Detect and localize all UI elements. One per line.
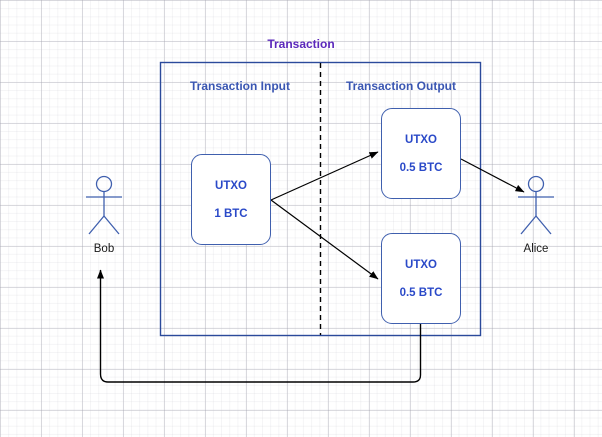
actor-alice-figure bbox=[518, 175, 554, 235]
actor-alice-label: Alice bbox=[523, 243, 549, 255]
utxo-output-2-title: UTXO bbox=[405, 258, 437, 271]
utxo-output-1-box[interactable]: UTXO 0.5 BTC bbox=[381, 108, 461, 199]
bob-leg-right bbox=[103, 215, 120, 235]
transaction-input-label: Transaction Input bbox=[189, 79, 290, 93]
utxo-output-2-box[interactable]: UTXO 0.5 BTC bbox=[381, 233, 461, 324]
diagram-title: Transaction bbox=[267, 37, 335, 51]
utxo-output-1-amount: 0.5 BTC bbox=[399, 161, 443, 174]
utxo-input-title: UTXO bbox=[215, 179, 247, 192]
bob-leg-left bbox=[88, 215, 105, 235]
arrow-input-to-output1 bbox=[270, 151, 379, 201]
bob-head-icon bbox=[95, 175, 113, 193]
alice-leg-left bbox=[520, 215, 537, 235]
alice-leg-right bbox=[535, 215, 552, 235]
alice-head-icon bbox=[527, 175, 545, 193]
transaction-container-box bbox=[159, 61, 482, 337]
utxo-output-2-amount: 0.5 BTC bbox=[399, 286, 443, 299]
transaction-output-label: Transaction Output bbox=[345, 79, 456, 93]
arrow-output2-change-to-bob bbox=[97, 269, 422, 383]
arrow-output1-to-alice bbox=[460, 158, 525, 193]
utxo-input-amount: 1 BTC bbox=[214, 207, 248, 220]
arrow-input-to-output2 bbox=[270, 199, 379, 280]
utxo-input-box[interactable]: UTXO 1 BTC bbox=[191, 154, 271, 245]
utxo-output-1-title: UTXO bbox=[405, 133, 437, 146]
actor-bob-label: Bob bbox=[93, 243, 115, 255]
actor-bob-figure bbox=[86, 175, 122, 235]
